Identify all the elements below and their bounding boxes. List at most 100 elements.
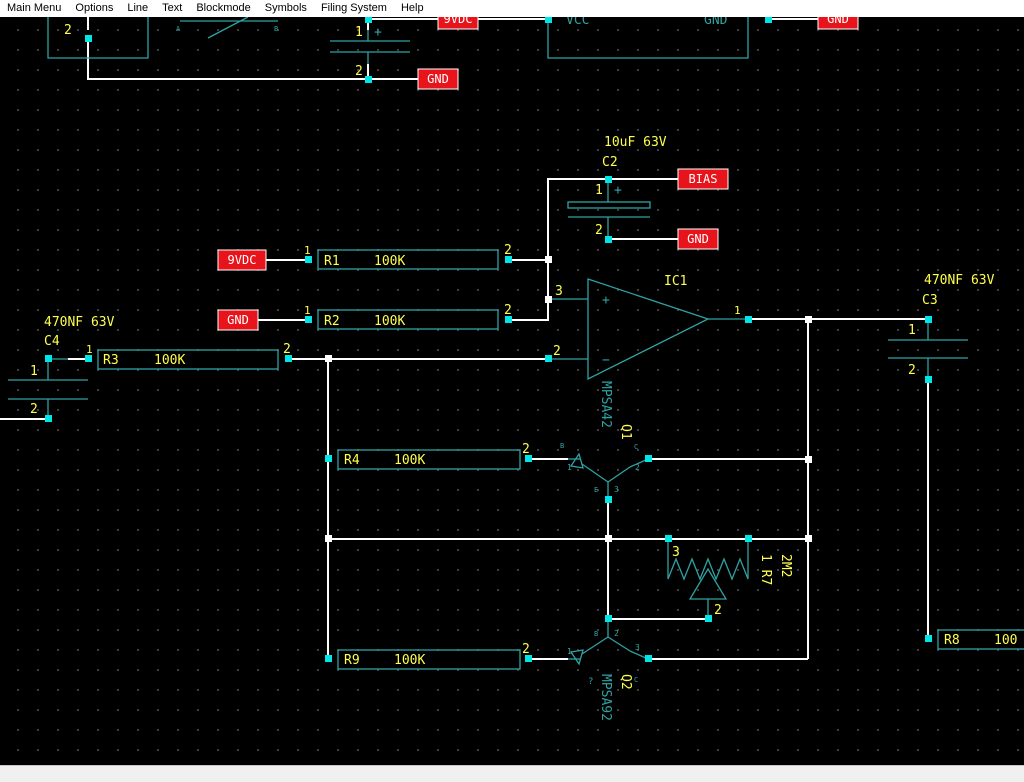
wires[interactable] — [0, 17, 929, 660]
net-label: GND — [827, 17, 849, 26]
pin-marker[interactable] — [645, 455, 652, 462]
c2-body[interactable] — [567, 201, 651, 209]
schematic-canvas[interactable]: 9VDC GND GND BIAS GND 9VDC GND — [0, 17, 1024, 765]
net-flag-gnd-c2[interactable] — [677, 228, 719, 250]
pin-number: 2 — [283, 342, 291, 357]
junction-dot — [545, 296, 552, 303]
pin-marker[interactable] — [525, 455, 532, 462]
r9-body[interactable] — [337, 649, 521, 670]
ic1-ref: IC1 — [664, 274, 687, 289]
pin-markers[interactable] — [45, 17, 932, 662]
pin-marker[interactable] — [765, 17, 772, 23]
r7-ref-text: R7 — [758, 570, 773, 586]
pin-marker[interactable] — [305, 316, 312, 323]
pin-number: 2 — [553, 344, 561, 359]
net-flag-bias[interactable] — [677, 168, 729, 190]
pin-marker[interactable] — [505, 256, 512, 263]
pin-marker[interactable] — [545, 355, 552, 362]
pin-marker[interactable] — [525, 655, 532, 662]
pin-marker[interactable] — [605, 176, 612, 183]
pin-marker[interactable] — [705, 615, 712, 622]
pin-marker[interactable] — [305, 256, 312, 263]
pin-marker[interactable] — [645, 655, 652, 662]
pin-marker[interactable] — [925, 316, 932, 323]
symbols[interactable] — [8, 17, 1024, 670]
c2-value: 10uF 63V — [604, 135, 667, 150]
block-outline[interactable] — [47, 17, 149, 59]
menu-filing-system[interactable]: Filing System — [320, 2, 387, 14]
wire[interactable] — [508, 178, 678, 261]
r7-zigzag[interactable] — [667, 557, 749, 581]
pin-number: 1 — [86, 343, 93, 356]
c4-ref: C4 — [44, 334, 60, 349]
menu-options[interactable]: Options — [75, 2, 114, 14]
r2-body[interactable] — [317, 309, 499, 330]
pin-number: 2 — [522, 442, 530, 457]
pin-marker[interactable] — [45, 415, 52, 422]
pin-number: 1 — [355, 25, 363, 40]
c3-value: 470NF 63V — [924, 273, 995, 288]
q1-pin-c: C — [634, 443, 638, 451]
pin-number: 2 — [908, 363, 916, 378]
pin-number: 1 — [734, 304, 741, 317]
ic1-minus: − — [602, 353, 610, 368]
pin-marker[interactable] — [605, 236, 612, 243]
q2-part: MPSA92 — [598, 674, 613, 721]
menu-blockmode[interactable]: Blockmode — [196, 2, 251, 14]
net-label: GND — [427, 72, 449, 86]
q2-lead[interactable] — [581, 636, 609, 655]
q1-lead[interactable] — [581, 463, 609, 483]
block-outline[interactable] — [547, 17, 749, 59]
q2-lead[interactable] — [607, 636, 631, 652]
net-flag-gnd-top[interactable] — [417, 68, 459, 90]
net-flag-9vdc-top[interactable] — [437, 17, 479, 30]
q1-lead[interactable] — [607, 466, 631, 483]
pin-marker[interactable] — [365, 17, 372, 23]
net-flag-gnd-r2[interactable] — [217, 309, 259, 331]
pin-marker[interactable] — [745, 316, 752, 323]
r3-value: 100K — [154, 353, 185, 368]
junction-dot — [805, 456, 812, 463]
menu-symbols[interactable]: Symbols — [264, 2, 307, 14]
r4-body[interactable] — [337, 449, 521, 470]
pin-number: 2 — [522, 642, 530, 657]
pin-marker[interactable] — [605, 615, 612, 622]
pin-marker[interactable] — [605, 496, 612, 503]
menu-help[interactable]: Help — [400, 2, 424, 14]
pin-marker[interactable] — [665, 535, 672, 542]
r7-wiper[interactable] — [688, 567, 728, 600]
schematic[interactable]: 9VDC GND GND BIAS GND 9VDC GND — [0, 17, 1024, 765]
pin-marker[interactable] — [745, 535, 752, 542]
net-flag-gnd-top-right[interactable] — [817, 17, 859, 30]
r8-body[interactable] — [937, 629, 1024, 650]
pin-marker[interactable] — [925, 376, 932, 383]
pin-marker[interactable] — [325, 455, 332, 462]
wire[interactable] — [87, 38, 368, 80]
r3-body[interactable] — [97, 349, 279, 370]
junction-dot — [325, 535, 332, 542]
menu-line[interactable]: Line — [127, 2, 149, 14]
pin-marker[interactable] — [505, 316, 512, 323]
pin-marker[interactable] — [285, 355, 292, 362]
pin-marker[interactable] — [45, 355, 52, 362]
pin-number: A — [176, 25, 181, 33]
q2-arrow[interactable] — [569, 649, 584, 666]
pin-marker[interactable] — [85, 35, 92, 42]
net-flags[interactable]: 9VDC GND GND BIAS GND 9VDC GND — [217, 17, 859, 331]
q1-arrow[interactable] — [569, 452, 584, 469]
r7-ref: 1 R7 — [758, 554, 773, 585]
pin-marker[interactable] — [325, 655, 332, 662]
polarity-mark: + — [374, 25, 382, 40]
net-flag-9vdc-r1[interactable] — [217, 249, 267, 271]
pin-marker[interactable] — [85, 355, 92, 362]
menu-main-menu[interactable]: Main Menu — [7, 2, 62, 14]
wire[interactable] — [508, 299, 549, 321]
pin-marker[interactable] — [365, 76, 372, 83]
connector-trace[interactable] — [207, 17, 249, 39]
pin-marker[interactable] — [545, 17, 552, 23]
pin-number: 1 — [304, 244, 311, 257]
pin-marker[interactable] — [925, 635, 932, 642]
r1-body[interactable] — [317, 249, 499, 270]
menu-text[interactable]: Text — [162, 2, 183, 14]
ic1-opamp[interactable] — [587, 278, 710, 381]
